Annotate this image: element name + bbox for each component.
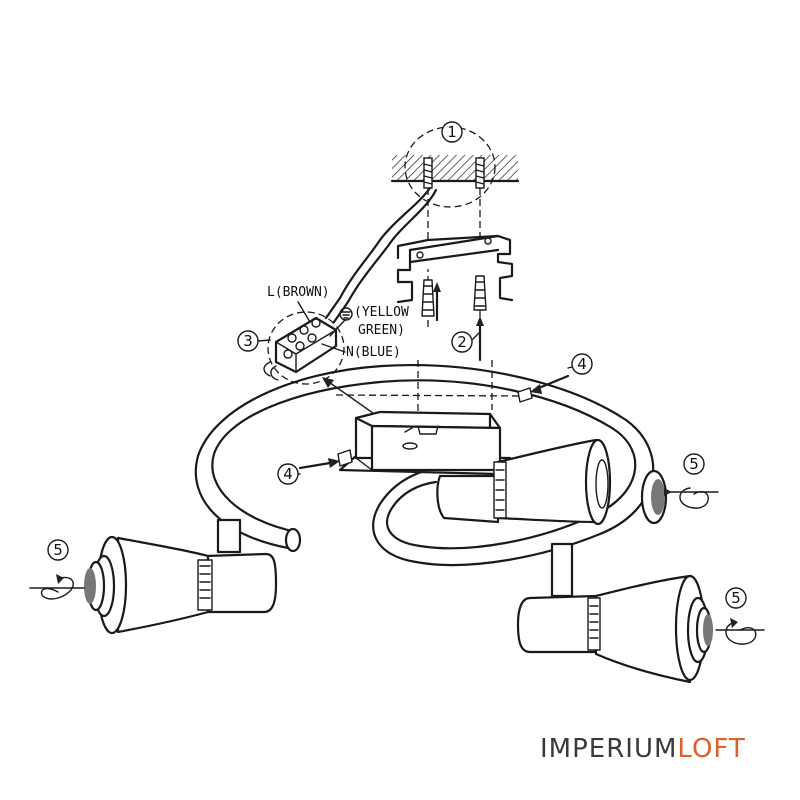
step-5-marker-upper-right: 5 (683, 453, 705, 475)
label-live-brown: L(BROWN) (267, 285, 330, 300)
watermark-logo: IMPERIUMLOFT (540, 734, 746, 764)
step-4-marker-left: 4 (277, 463, 299, 485)
step-2-text: 2 (457, 333, 467, 351)
junction-box (338, 410, 512, 476)
supply-cable (324, 186, 438, 324)
terminal-block-detail (263, 301, 353, 385)
ceiling-screw-left (423, 157, 433, 189)
step-4-text-left: 4 (283, 465, 293, 483)
spotlight-right (516, 542, 713, 684)
step-4-text-right: 4 (577, 355, 587, 373)
step-4-marker-right: 4 (571, 353, 593, 375)
watermark-part-2: LOFT (677, 734, 746, 764)
step-2-marker: 2 (451, 331, 473, 353)
fixing-screws (298, 374, 570, 470)
rotation-arrow-left (29, 574, 85, 600)
rotation-arrow-upper-right (664, 487, 719, 509)
step-5-marker-left: 5 (47, 539, 69, 561)
ceiling-screw-right (475, 157, 485, 189)
fixing-screw-left (298, 449, 353, 470)
step-3-marker: 3 (237, 330, 259, 352)
step-5-text-lower-right: 5 (731, 589, 741, 607)
anchor-right (473, 275, 487, 362)
step-5-marker-lower-right: 5 (725, 587, 747, 609)
spotlight-left (84, 518, 278, 635)
fixing-screw-right (517, 374, 570, 403)
label-earth-line1: (YELLOW (354, 305, 409, 320)
watermark-part-1: IMPERIUM (540, 734, 678, 764)
step-1-text: 1 (447, 123, 457, 141)
wall-anchors (421, 275, 487, 362)
fixture-arm (194, 363, 655, 567)
anchor-left (421, 279, 441, 322)
step-3-text: 3 (243, 332, 253, 350)
ceiling-detail (390, 126, 520, 208)
step-1-marker: 1 (441, 121, 463, 143)
mounting-bracket (396, 234, 514, 304)
step-5-text-upper-right: 5 (689, 455, 699, 473)
rotation-arrow-lower-right (715, 618, 765, 645)
detail-circle-3 (267, 311, 345, 385)
step-5-text-left: 5 (53, 541, 63, 559)
loose-ring (640, 469, 668, 525)
spotlight-back (436, 438, 612, 526)
label-neutral-blue: N(BLUE) (346, 345, 401, 360)
label-earth-line2: GREEN) (358, 323, 405, 338)
